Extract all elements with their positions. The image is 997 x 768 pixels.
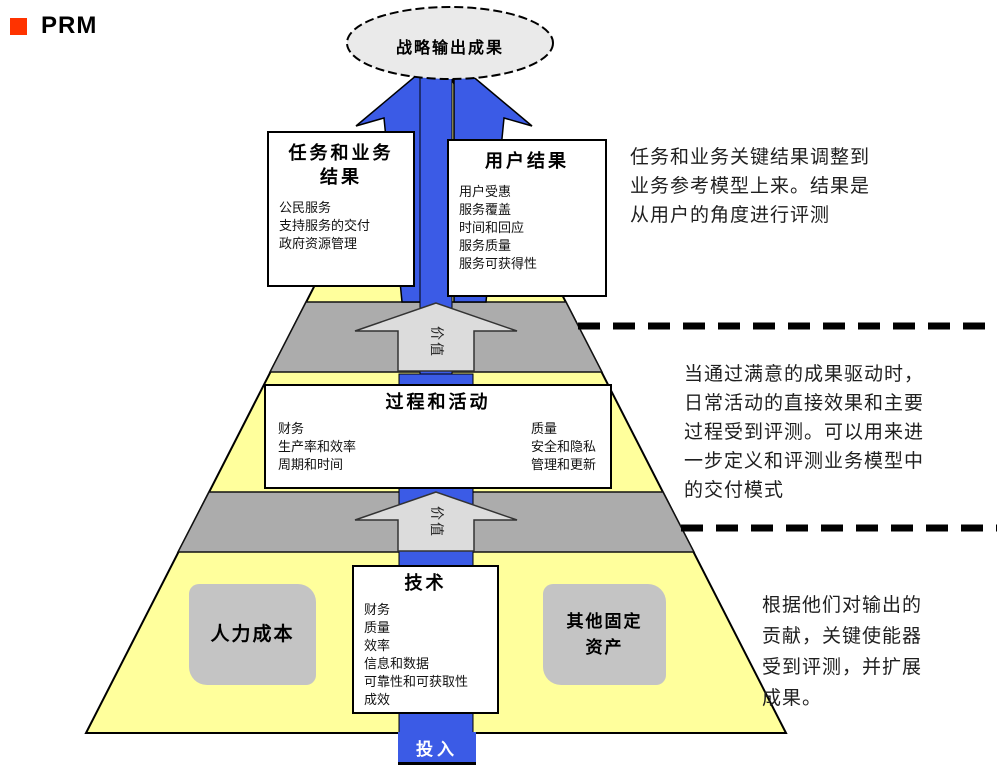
mission-results-box: 任务和业务 结果 公民服务支持服务的交付政府资源管理 <box>267 131 415 287</box>
value-label-upper: 价值 <box>429 326 445 358</box>
list-item: 信息和数据 <box>364 656 430 671</box>
list-item: 安全和隐私 <box>530 439 596 454</box>
list-item: 财务 <box>364 602 391 617</box>
annotation-bottom: 根据他们对输出的贡献，关键使能器受到评测，并扩展成果。 <box>762 590 922 714</box>
list-item: 的交付模式 <box>684 480 785 501</box>
list-item: 贡献，关键使能器 <box>762 626 923 647</box>
other-fixed-assets-label: 其他固定 资产 <box>567 609 643 661</box>
mission-title-line2: 结果 <box>320 167 362 187</box>
human-capital-box: 人力成本 <box>189 584 316 685</box>
slide-header: PRM <box>10 12 97 40</box>
technology-box: 技术 财务质量效率信息和数据可靠性和可获取性成效 <box>352 565 499 714</box>
customer-results-box: 用户结果 用户受惠服务覆盖时间和回应服务质量服务可获得性 <box>447 139 607 297</box>
annotation-top: 任务和业务关键结果调整到业务参考模型上来。结果是从用户的角度进行评测 <box>630 143 870 230</box>
input-box: 投入 <box>398 732 476 765</box>
list-item: 从用户的角度进行评测 <box>630 205 831 226</box>
list-item: 支持服务的交付 <box>279 218 371 233</box>
customer-results-list: 用户受惠服务覆盖时间和回应服务质量服务可获得性 <box>449 173 605 273</box>
list-item: 服务覆盖 <box>459 202 512 217</box>
list-item: 周期和时间 <box>278 457 344 472</box>
list-item: 政府资源管理 <box>279 236 358 251</box>
list-item: 财务 <box>278 421 305 436</box>
strategic-outcome-ellipse <box>346 6 554 80</box>
list-item: 效率 <box>364 638 391 653</box>
list-item: 管理和更新 <box>530 457 596 472</box>
technology-list: 财务质量效率信息和数据可靠性和可获取性成效 <box>354 595 497 709</box>
list-item: 质量 <box>364 620 391 635</box>
list-item: 当通过满意的成果驱动时， <box>684 364 925 385</box>
list-item: 过程受到评测。可以用来进 <box>684 422 925 443</box>
list-item: 服务可获得性 <box>459 256 538 271</box>
list-item: 生产率和效率 <box>278 439 357 454</box>
list-item: 用户受惠 <box>459 184 512 199</box>
red-square-bullet-icon <box>10 17 27 35</box>
strategic-outcome-label: 战略输出成果 <box>395 40 504 57</box>
assets-label-line2: 资产 <box>585 637 624 657</box>
list-item: 成果。 <box>762 688 823 709</box>
annotation-middle: 当通过满意的成果驱动时， 日常活动的直接效果和主要过程受到评测。可以用来进一步定义… <box>684 360 924 505</box>
list-item: 受到评测，并扩展 <box>762 657 923 678</box>
list-item: 一步定义和评测业务模型中 <box>684 451 925 472</box>
list-item: 质量 <box>530 421 557 436</box>
process-activities-box: 过程和活动 财务生产率和效率周期和时间 质量安全和隐私管理和更新 <box>264 384 612 489</box>
assets-label-line1: 其他固定 <box>566 611 643 631</box>
mission-results-list: 公民服务支持服务的交付政府资源管理 <box>269 189 413 253</box>
list-item: 日常活动的直接效果和主要 <box>684 393 925 414</box>
customer-results-title: 用户结果 <box>485 151 569 171</box>
value-label-lower: 价值 <box>429 506 445 538</box>
list-item: 服务质量 <box>459 238 512 253</box>
list-item: 时间和回应 <box>459 220 525 235</box>
list-item: 任务和业务关键结果调整到 <box>630 147 871 168</box>
value-arrow-lower-icon <box>354 491 518 552</box>
process-activities-columns: 财务生产率和效率周期和时间 质量安全和隐私管理和更新 <box>266 414 610 474</box>
human-capital-label: 人力成本 <box>210 623 295 645</box>
process-right-list: 质量安全和隐私管理和更新 <box>531 420 596 474</box>
list-item: 根据他们对输出的 <box>762 595 923 616</box>
list-item: 成效 <box>364 692 391 707</box>
process-left-list: 财务生产率和效率周期和时间 <box>278 420 356 474</box>
value-arrow-upper-icon <box>354 302 518 372</box>
page-title: PRM <box>41 12 98 39</box>
input-label: 投入 <box>416 739 458 759</box>
technology-title: 技术 <box>404 573 447 593</box>
list-item: 业务参考模型上来。结果是 <box>630 176 871 197</box>
mission-results-title: 任务和业务 结果 <box>269 133 413 189</box>
process-activities-title: 过程和活动 <box>385 392 491 412</box>
other-fixed-assets-box: 其他固定 资产 <box>543 584 666 685</box>
mission-title-line1: 任务和业务 <box>288 143 394 163</box>
list-item: 可靠性和可获取性 <box>364 674 469 689</box>
list-item: 公民服务 <box>279 200 332 215</box>
